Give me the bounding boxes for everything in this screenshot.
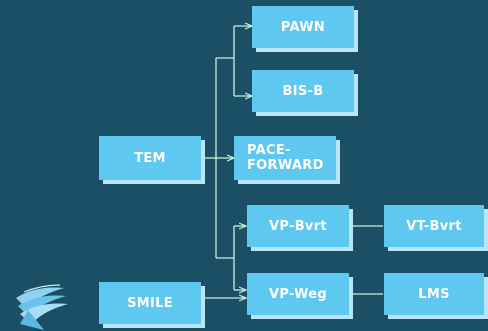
- node-lms: LMS: [384, 273, 484, 315]
- node-tem: TEM: [99, 136, 201, 180]
- layered-swoosh-logo-icon: [16, 284, 68, 330]
- node-vp-bvrt-label: VP-Bvrt: [269, 218, 327, 234]
- node-vp-weg: VP-Weg: [247, 273, 349, 315]
- node-vt-bvrt: VT-Bvrt: [384, 205, 484, 247]
- node-smile: SMILE: [99, 282, 201, 324]
- node-tem-label: TEM: [134, 150, 166, 166]
- node-smile-label: SMILE: [127, 295, 173, 311]
- node-bis-b: BIS-B: [252, 70, 354, 112]
- node-pace-forward: PACE- FORWARD: [234, 136, 336, 180]
- node-pace-forward-label: PACE- FORWARD: [247, 143, 324, 173]
- node-pawn-label: PAWN: [280, 19, 326, 35]
- node-pawn: PAWN: [252, 6, 354, 48]
- node-bis-b-label: BIS-B: [282, 83, 324, 99]
- node-vp-weg-label: VP-Weg: [269, 286, 327, 302]
- node-vp-bvrt: VP-Bvrt: [247, 205, 349, 247]
- node-vt-bvrt-label: VT-Bvrt: [406, 218, 462, 234]
- node-lms-label: LMS: [418, 286, 450, 302]
